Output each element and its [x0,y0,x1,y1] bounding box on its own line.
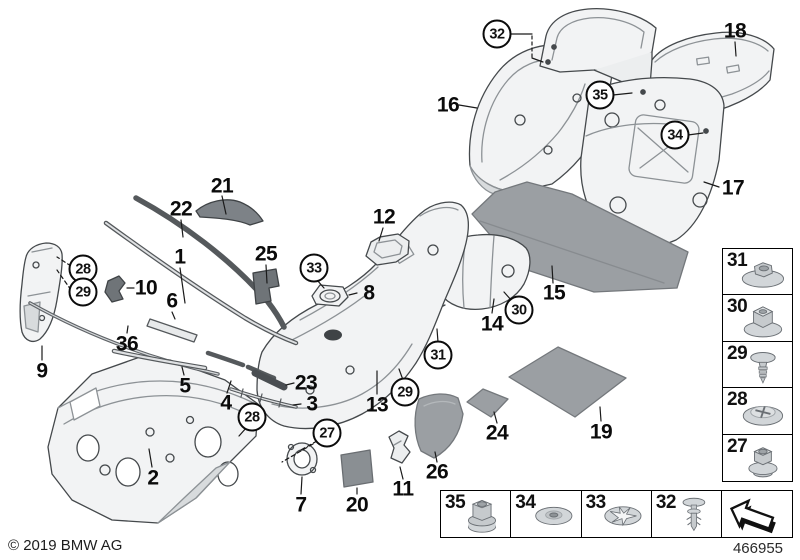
callout-circled-31[interactable]: 31 [423,340,453,370]
callout-6[interactable]: 6 [166,289,178,313]
legend-item-34-label: 34 [515,492,536,513]
phillips-washer-screw-icon [742,406,784,426]
callout-24[interactable]: 24 [485,421,509,445]
callout-1[interactable]: 1 [174,245,186,269]
part-11-drawing [388,430,411,464]
legend-item-32-label: 32 [655,492,677,513]
callout-12[interactable]: 12 [372,205,396,229]
legend-item-31-label: 31 [727,250,748,271]
part-19-drawing [508,346,627,418]
part-7-drawing [286,442,318,476]
callout-7[interactable]: 7 [295,493,307,517]
part-25-drawing [252,268,280,305]
copyright-text: © 2019 BMW AG [8,537,123,554]
callout-16[interactable]: 16 [436,93,460,117]
part-10-drawing [104,275,126,303]
legend-item-30[interactable]: 30 [722,294,793,343]
part-3-strip-drawing [229,387,298,409]
legend-item-33[interactable]: 33 [580,490,653,538]
callout-5[interactable]: 5 [179,374,191,398]
legend-item-31[interactable]: 31 [722,248,793,296]
legend-item-28-label: 28 [727,389,748,411]
part-9-drawing [19,242,63,343]
part-1-strip-drawing [103,220,299,346]
fastener-legend-column: 31 30 29 [722,248,793,482]
callout-circled-33[interactable]: 33 [299,253,329,283]
hex-socket-nut-icon [467,500,496,533]
callout-circled-34[interactable]: 34 [660,120,690,150]
legend-item-27-label: 27 [727,435,748,457]
legend-item-35[interactable]: 35 [440,490,512,538]
legend-item-continue-arrow[interactable] [721,490,793,538]
leader-lines [41,33,737,495]
callout-14[interactable]: 14 [480,312,504,336]
callout-10[interactable]: 10 [134,276,158,300]
callout-circled-27[interactable]: 27 [312,418,342,448]
star-lock-washer-icon [604,506,642,527]
legend-item-33-label: 33 [585,492,607,513]
callout-22[interactable]: 22 [169,197,193,221]
part-5-strip-drawing [111,348,208,371]
callout-13[interactable]: 13 [365,393,389,417]
legend-item-28[interactable]: 28 [722,387,793,436]
part-26-drawing [414,393,464,459]
part-12-drawing [365,233,410,266]
callout-circled-29-mid[interactable]: 29 [390,377,420,407]
callout-circled-35[interactable]: 35 [585,80,615,110]
callout-circled-30[interactable]: 30 [504,295,534,325]
legend-item-35-label: 35 [445,492,466,513]
callout-8[interactable]: 8 [363,281,375,305]
plastic-hex-nut-icon [743,306,783,338]
callout-2[interactable]: 2 [147,466,159,490]
self-tapping-screw-icon [750,351,776,384]
callout-20[interactable]: 20 [345,493,369,517]
legend-item-30-label: 30 [727,296,748,318]
part-21-drawing [195,199,264,226]
callout-4[interactable]: 4 [220,391,232,415]
callout-17[interactable]: 17 [721,176,745,200]
fastener-legend-row: 35 34 33 32 [440,490,793,538]
callout-9[interactable]: 9 [36,359,48,383]
callout-3[interactable]: 3 [306,392,318,416]
callout-26[interactable]: 26 [425,460,449,484]
hex-collar-nut-icon [748,446,778,477]
part-upper-floor-panel-drawing [539,8,657,87]
washer-with-hex-nut-icon [741,262,785,288]
part-13-drawing [256,201,469,430]
legend-item-32[interactable]: 32 [650,490,723,538]
flat-washer-icon [535,506,573,525]
callout-18[interactable]: 18 [723,19,747,43]
continue-arrow-icon [730,498,776,534]
callout-23[interactable]: 23 [294,371,318,395]
part-23-strip-drawing [251,369,288,391]
part-24-drawing [466,388,509,418]
callout-19[interactable]: 19 [589,420,613,444]
legend-item-29-label: 29 [727,342,748,364]
callout-15[interactable]: 15 [542,281,566,305]
part-2-drawing [47,356,259,524]
part-6-drawing [146,318,198,343]
diagram-number: 466955 [732,540,784,557]
part-20-drawing [340,449,374,488]
callout-circled-28-mid[interactable]: 28 [237,402,267,432]
expanding-rivet-icon [682,497,705,532]
callout-21[interactable]: 21 [210,174,234,198]
part-8-drawing [311,284,349,307]
part-17-drawing [580,77,725,253]
legend-item-27[interactable]: 27 [722,433,793,482]
part-22-strip-drawing [133,195,287,330]
legend-item-29[interactable]: 29 [722,340,793,389]
callout-circled-32[interactable]: 32 [482,19,512,49]
callout-25[interactable]: 25 [254,242,278,266]
callout-circled-29-left[interactable]: 29 [68,277,98,307]
callout-36[interactable]: 36 [115,332,139,356]
legend-item-34[interactable]: 34 [510,490,583,538]
callout-11[interactable]: 11 [392,477,414,501]
